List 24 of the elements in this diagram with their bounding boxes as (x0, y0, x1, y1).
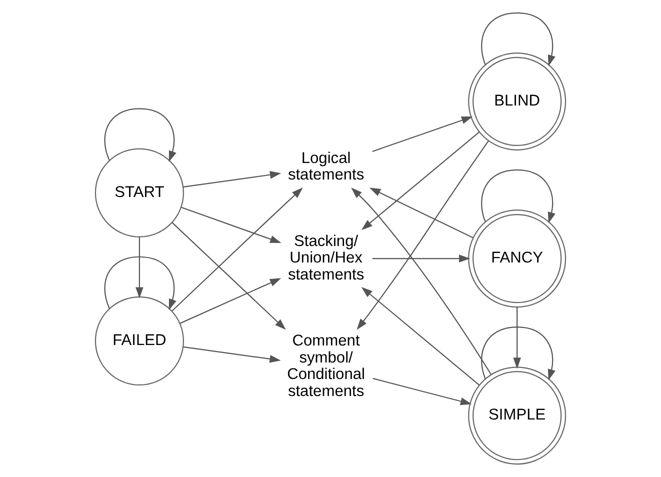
arrow (351, 188, 492, 375)
arrow (136, 237, 144, 298)
arrow (183, 346, 281, 363)
arrow (481, 12, 556, 66)
arrow (372, 378, 472, 406)
arrow (180, 206, 282, 243)
arrow (372, 116, 473, 152)
arrow (172, 188, 303, 312)
arrow (180, 278, 282, 324)
arrow (361, 287, 480, 386)
node-text: Logical statements (288, 150, 364, 184)
arrow (513, 307, 521, 369)
arrow (372, 254, 470, 262)
node-text: Comment symbol/ Conditional statements (287, 332, 366, 400)
arrow (356, 140, 489, 330)
arrow (104, 256, 176, 310)
arrow (361, 132, 480, 230)
arrow (104, 108, 176, 162)
arrow (481, 169, 556, 224)
arrow (172, 222, 286, 330)
arrow (183, 170, 282, 188)
node-text: Stacking/ Union/Hex statements (288, 232, 364, 284)
arrow (369, 188, 474, 238)
arrow (481, 326, 556, 380)
